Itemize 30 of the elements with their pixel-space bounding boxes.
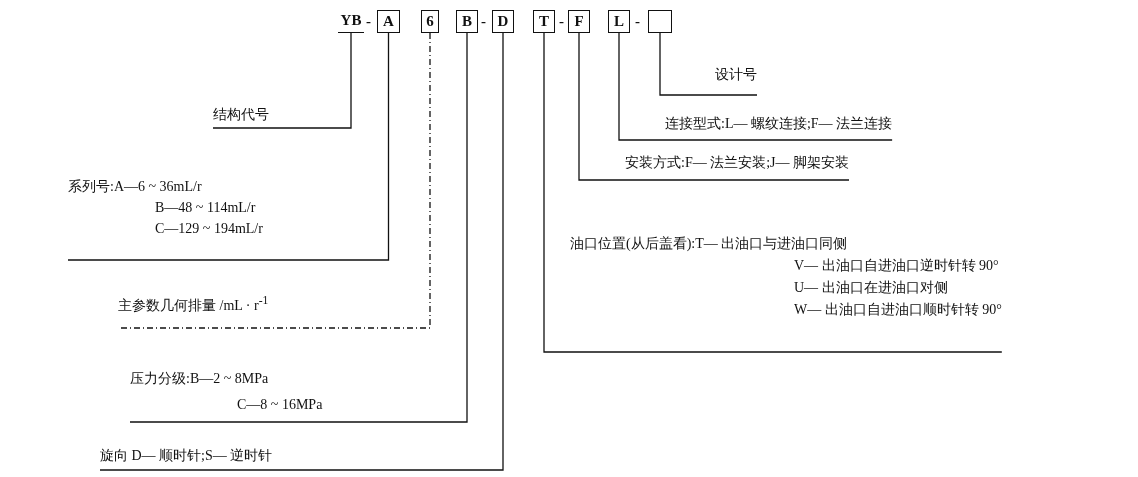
leader-line <box>67 32 390 261</box>
leader-line <box>129 32 468 423</box>
code-box: 6 <box>421 10 439 33</box>
code-box: L <box>608 10 630 33</box>
code-box: F <box>568 10 590 33</box>
description-text: 旋向 D— 顺时针;S— 逆时针 <box>100 445 273 470</box>
leader-line <box>578 32 850 181</box>
leader-line <box>659 32 758 96</box>
separator-dash: - <box>559 12 564 31</box>
separator-dash: - <box>366 12 371 31</box>
code-box: D <box>492 10 514 33</box>
code-box: A <box>377 10 400 33</box>
description-text: 油口位置(从后盖看):T— 出油口与进油口同侧 V— 出油口自进油口逆时针转 90° U— 出油口在进油口对侧 W— 出油口自进油口顺时针转 90° <box>570 233 1002 352</box>
description-text: 设计号 <box>715 64 757 95</box>
code-box: B <box>456 10 478 33</box>
description-text: 系列号:A—6 ~ 36mL/r B—48 ~ 114mL/r C—129 ~ 194mL/r <box>68 176 263 260</box>
description-text: 结构代号 <box>213 104 269 128</box>
code-text: YB <box>338 10 364 33</box>
description-text: 主参数几何排量 /mL · r$^{-1}$ <box>118 290 269 328</box>
code-box <box>648 10 672 33</box>
leader-line <box>618 32 893 141</box>
separator-dash: - <box>635 12 640 31</box>
leader-line <box>543 32 1003 353</box>
description-text: 安装方式:F— 法兰安装;J— 脚架安装 <box>625 152 849 180</box>
separator-dash: - <box>481 12 486 31</box>
description-text: 压力分级:B—2 ~ 8MPa C—8 ~ 16MPa <box>130 366 323 422</box>
leader-line <box>99 32 504 471</box>
description-text: 连接型式:L— 螺纹连接;F— 法兰连接 <box>665 113 893 140</box>
code-box: T <box>533 10 555 33</box>
leader-line <box>212 32 352 129</box>
